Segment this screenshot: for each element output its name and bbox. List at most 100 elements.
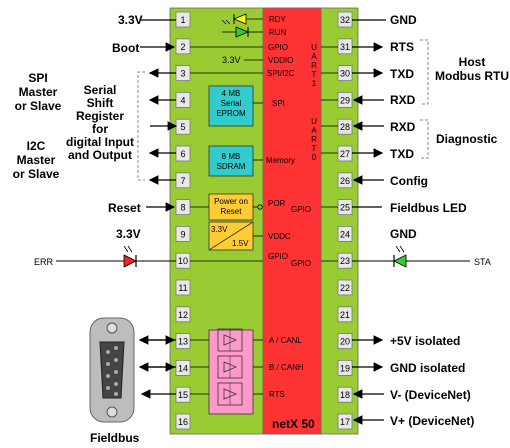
sta-led-rays-icon: [395, 245, 405, 253]
right-pin-box: [337, 306, 353, 323]
left-pin-number: 11: [178, 283, 187, 293]
chip-gpio-led: GPIO: [291, 205, 311, 214]
right-label-config: Config: [390, 174, 428, 188]
chip-name: netX 50: [272, 417, 315, 431]
sta-led-icon: [393, 254, 407, 268]
left-pin-box: [175, 386, 191, 403]
chip-vddc: VDDC: [268, 232, 291, 241]
left-pin-box: [175, 279, 191, 296]
right-pin-number: 28: [340, 122, 350, 132]
left-pin-number: 10: [178, 256, 188, 266]
right-pin-box: [337, 333, 353, 350]
chip-memory: Memory: [266, 156, 295, 165]
netx-chip: [262, 7, 322, 435]
eprom-text-line: EPROM: [216, 109, 246, 118]
chip-gpio-err: GPIO: [268, 252, 288, 261]
right-pin-box: [337, 118, 353, 135]
right-pin-number: 23: [340, 256, 350, 266]
uart0-char: R: [311, 135, 317, 144]
group-spi-line: SPI: [28, 71, 47, 85]
left-label-3v3: 3.3V: [118, 13, 143, 27]
err-led-rays-icon: [123, 245, 133, 253]
right-pin-number: 30: [340, 69, 350, 79]
vddio-voltage: 3.3V: [222, 55, 241, 65]
group-i2c-line: or Slave: [13, 167, 60, 181]
right-pin-number: 32: [340, 15, 350, 25]
regulator-output: 1.5V: [232, 239, 249, 248]
diag-group-label: Diagnostic: [436, 132, 498, 146]
diag-bracket: [420, 119, 429, 159]
uart0-char: T: [312, 144, 317, 153]
group-i2c-line: I2C: [27, 139, 46, 153]
uart1-char: T: [312, 70, 317, 79]
group-host-line: Host: [459, 55, 486, 69]
right-label-rts: RTS: [390, 40, 414, 54]
right-pin-box: [337, 386, 353, 403]
right-label-5v-iso: +5V isolated: [390, 334, 460, 348]
left-pin-number: 15: [178, 390, 188, 400]
dsub-connector-icon: [89, 317, 135, 423]
left-pin-box: [175, 333, 191, 350]
right-pin-box: [337, 172, 353, 189]
left-pin-box: [175, 413, 191, 430]
right-label-gnd: GND: [390, 13, 417, 27]
right-pin-number: 24: [340, 229, 350, 239]
right-pin-number: 25: [340, 203, 350, 213]
left-pin-number: 2: [180, 42, 185, 52]
right-label-gnd-iso: GND isolated: [390, 361, 465, 375]
err-led-icon: [123, 254, 137, 268]
chip-spi: SPI: [272, 99, 285, 108]
right-pin-number: 20: [340, 337, 350, 347]
sdram-text-line: 8 MB: [222, 152, 241, 161]
right-label-rxd-diag: RXD: [390, 120, 416, 134]
uart0-char: U: [311, 117, 317, 126]
group-shift-line: for: [92, 122, 108, 136]
sdram-box: [208, 145, 254, 177]
isolator-symbols: [217, 328, 243, 406]
por-text-line: Power on: [214, 197, 248, 206]
left-pin-number: 8: [180, 203, 185, 213]
left-pin-box: [175, 306, 191, 323]
right-pin-box: [337, 38, 353, 55]
left-label-boot: Boot: [112, 41, 139, 55]
group-host-line: Modbus RTU: [435, 69, 509, 83]
right-label-txd-diag: TXD: [390, 147, 414, 161]
regulator-input: 3.3V: [211, 225, 228, 234]
left-pin-number: 5: [180, 122, 185, 132]
por-text-line: Reset: [221, 207, 243, 216]
chip-run: RUN: [269, 28, 287, 37]
uart0-char: A: [311, 126, 317, 135]
chip-rdy: RDY: [269, 15, 287, 24]
right-pin-number: 18: [340, 390, 350, 400]
right-label-txd-host: TXD: [390, 67, 414, 81]
group-shift-line: digital Input: [66, 135, 134, 149]
left-pin-box: [175, 225, 191, 242]
group-shift-line: Shift: [87, 96, 114, 110]
right-pin-number: 29: [340, 95, 350, 105]
right-pin-box: [337, 225, 353, 242]
left-pin-number: 6: [180, 149, 185, 159]
right-pin-number: 27: [340, 149, 350, 159]
right-pin-box: [337, 279, 353, 296]
spi-bracket: [137, 71, 145, 181]
left-pin-number: 1: [180, 15, 185, 25]
eprom-text-line: Serial: [221, 99, 242, 108]
rdy-led-icon: [232, 13, 263, 25]
left-pin-number: 4: [180, 95, 185, 105]
fieldbus-connector-label: Fieldbus: [90, 431, 140, 445]
chip-gpio-boot: GPIO: [268, 43, 288, 52]
group-shift-line: and Output: [68, 148, 132, 162]
left-pin-number: 16: [178, 417, 188, 427]
group-spi-line: Master: [19, 85, 58, 99]
chip-rts: RTS: [269, 390, 285, 399]
chip-spi-i2c: SPI/I2C: [267, 69, 295, 78]
